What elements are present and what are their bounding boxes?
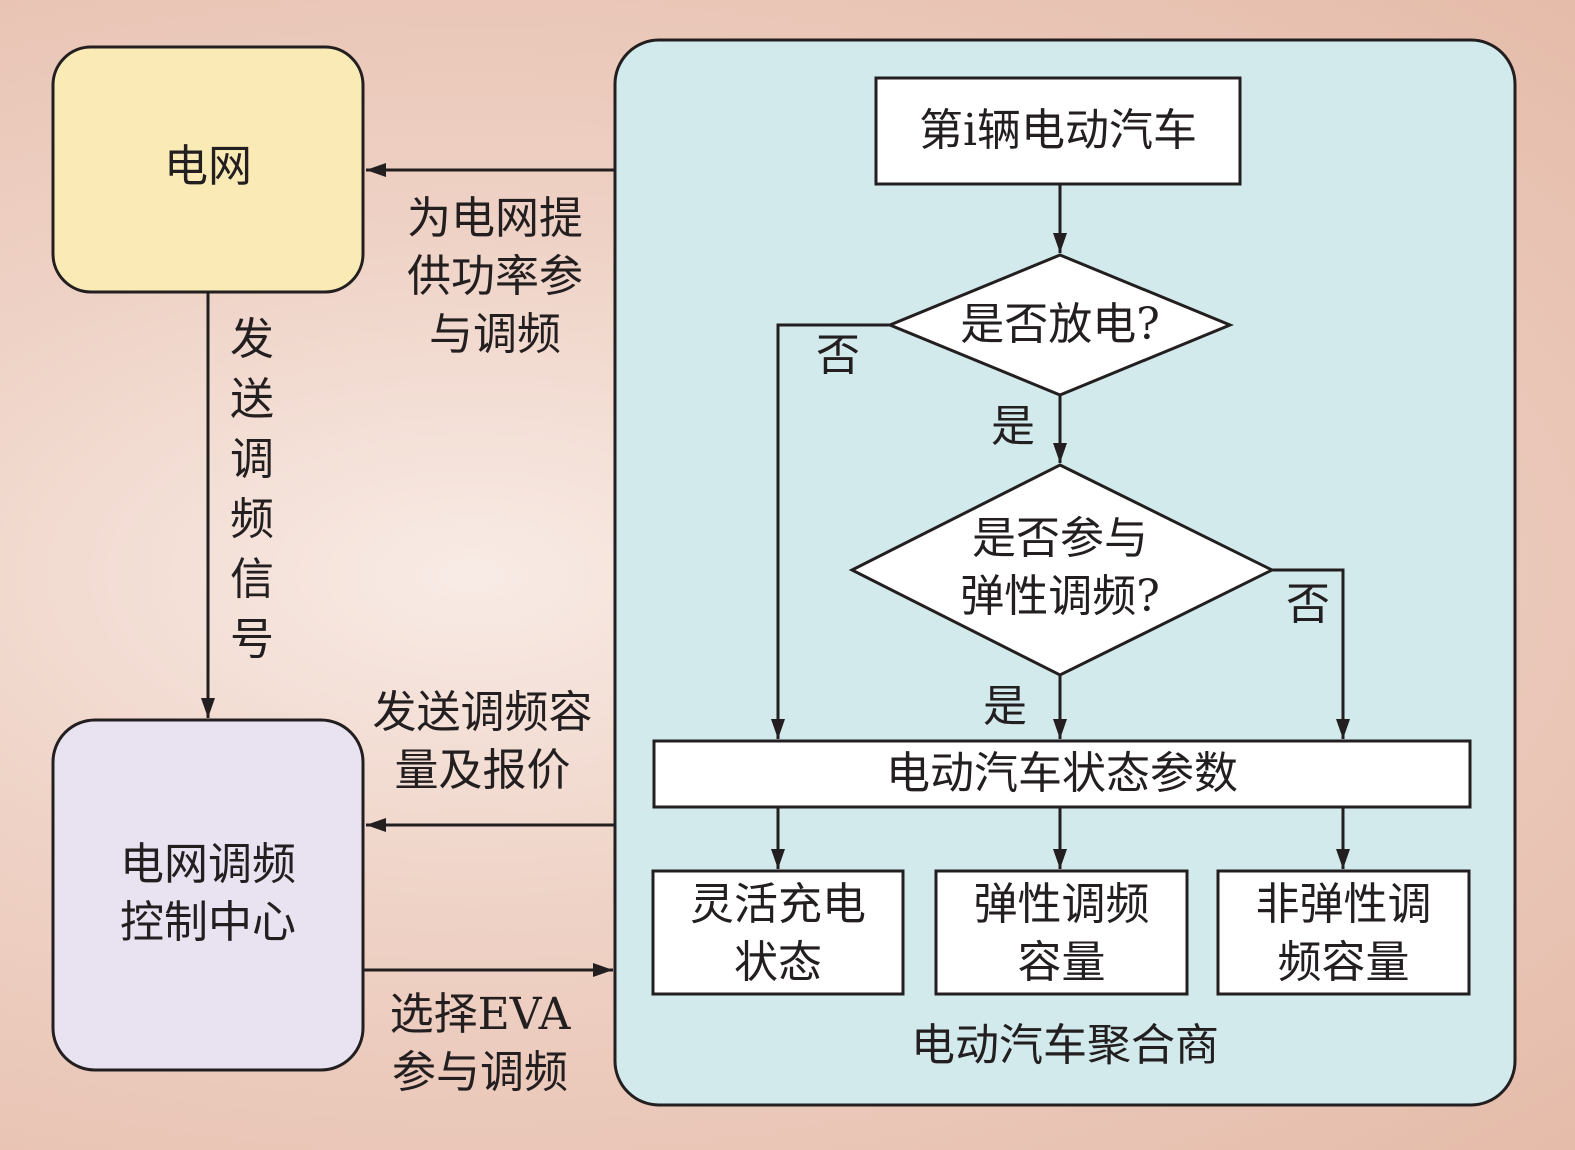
control-center-box [51,718,365,1072]
send-signal-label: 发 送 调 频 信 号 [230,314,274,665]
elastic-no-label: 否 [1286,579,1330,630]
discharge-question: 是否放电? [960,299,1160,350]
state-params-label: 电动汽车状态参数 [886,748,1238,799]
inelastic-capacity-label: 非弹性调 频容量 [1255,879,1432,988]
select-eva-label: 选择EVA 参与调频 [389,989,571,1098]
grid-label: 电网 [164,141,252,192]
aggregator-caption: 电动汽车聚合商 [911,1020,1219,1071]
elastic-question: 是否参与 弹性调频? [960,513,1160,622]
control-center-label: 电网调频 控制中心 [120,839,296,948]
inelastic-capacity-box [1216,869,1471,996]
arrow-elastic-no [1272,568,1350,739]
state-params-box [652,739,1472,809]
arrow-discharge-no [771,323,890,739]
vehicle-label: 第i辆电动汽车 [918,105,1198,156]
flexible-charging-box [651,869,905,996]
vehicle-box [874,76,1242,186]
discharge-yes-label: 是 [991,401,1035,452]
flexible-charging-label: 灵活充电 状态 [690,879,866,988]
elastic-capacity-label: 弹性调频 容量 [973,879,1150,988]
send-capacity-label: 发送调频容 量及报价 [372,687,593,796]
to-grid-label: 为电网提 供功率参 与调频 [407,193,583,360]
elastic-capacity-box [934,869,1189,996]
elastic-yes-label: 是 [983,681,1027,732]
discharge-no-label: 否 [816,330,860,381]
